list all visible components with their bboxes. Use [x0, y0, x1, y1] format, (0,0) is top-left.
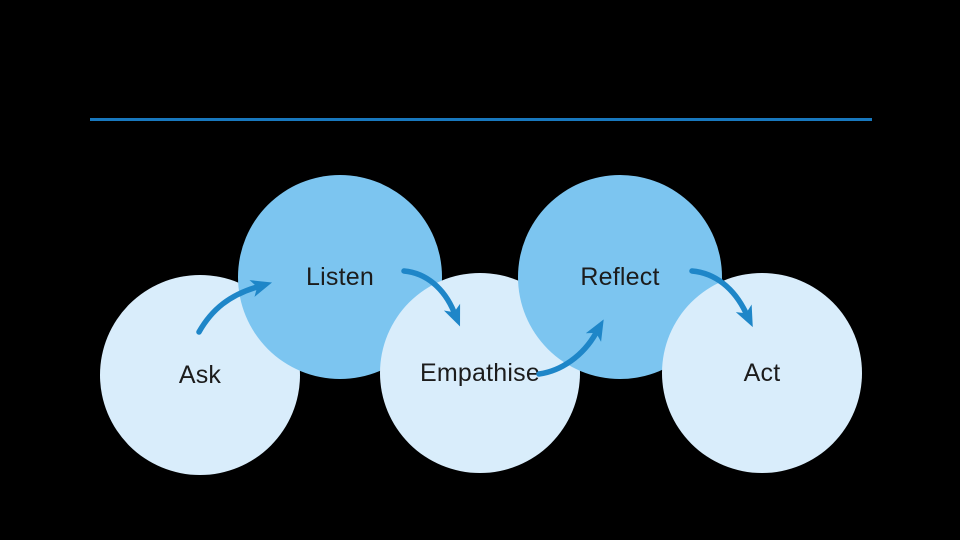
step-label-act: Act: [743, 358, 781, 387]
step-label-empathise: Empathise: [420, 358, 540, 387]
divider-line: [90, 118, 872, 121]
step-label-ask: Ask: [178, 360, 222, 389]
step-circle-act: Act: [662, 273, 862, 473]
step-label-listen: Listen: [306, 262, 374, 291]
step-label-reflect: Reflect: [580, 262, 660, 291]
